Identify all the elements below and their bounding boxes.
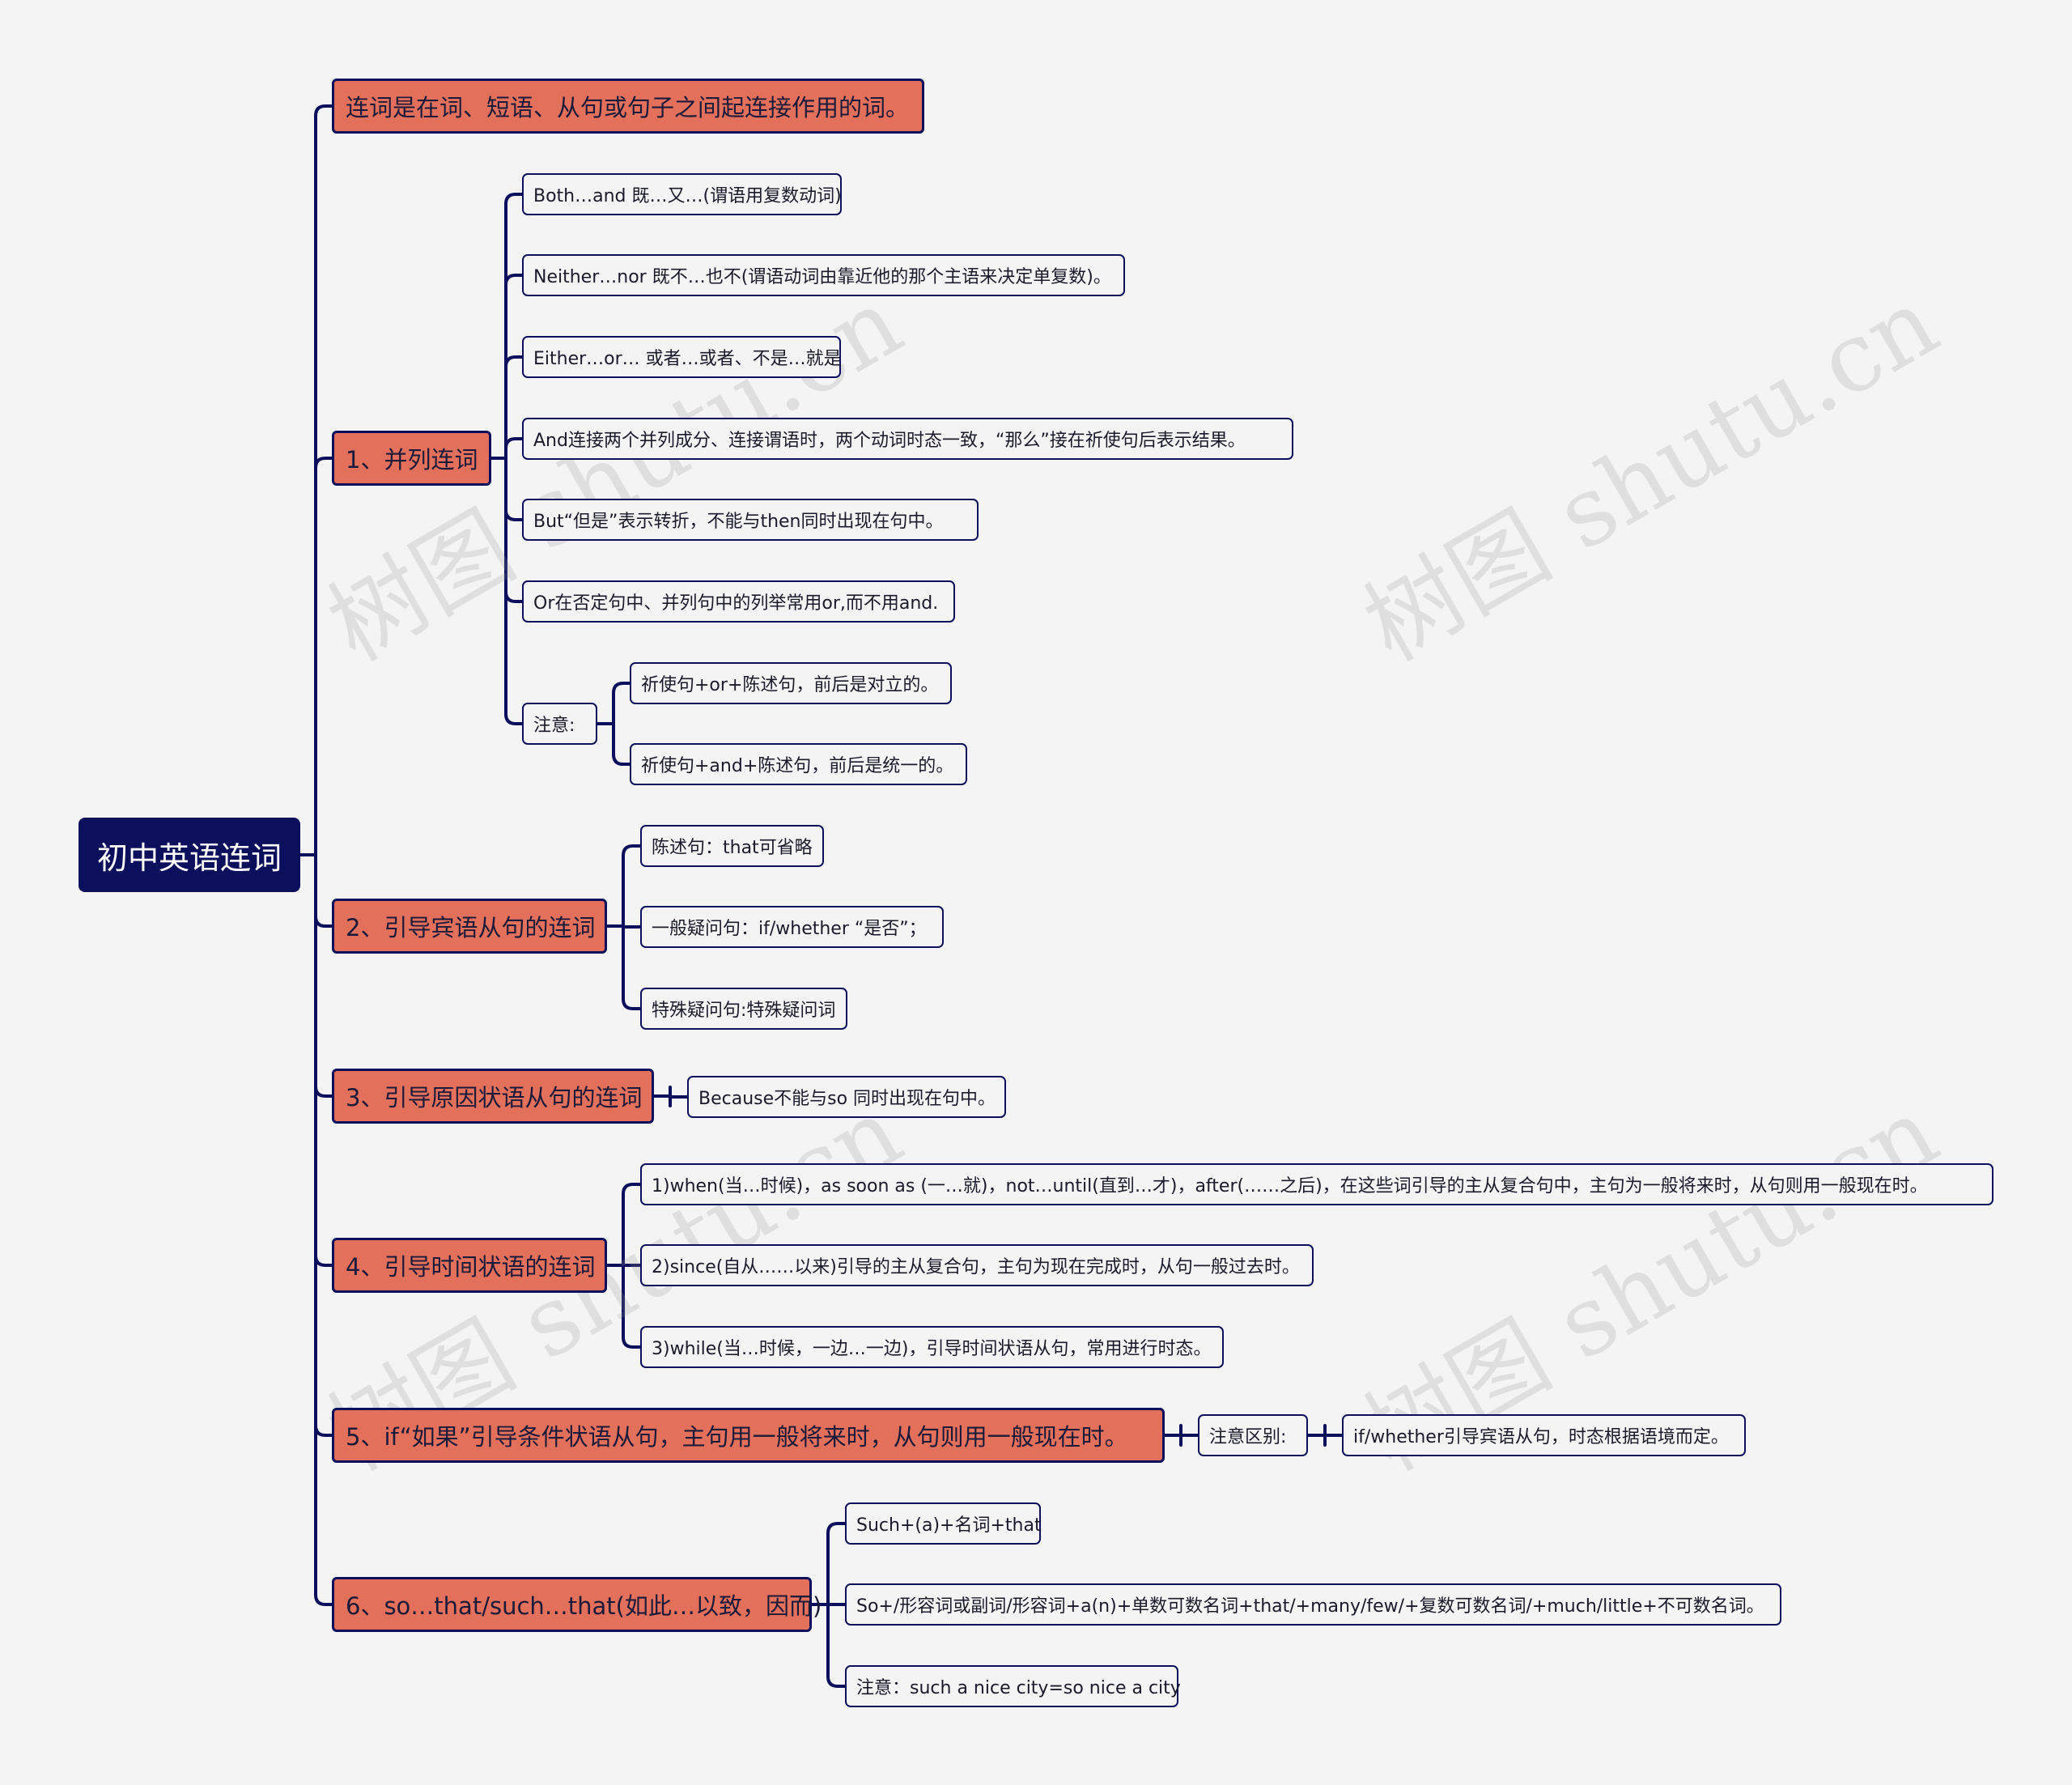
leaf-declarative[interactable]: 陈述句：that可省略 <box>640 825 824 867</box>
leaf-when[interactable]: 1)when(当…时候)，as soon as (一…就)，not…until(… <box>640 1163 1993 1205</box>
leaf-since[interactable]: 2)since(自从……以来)引导的主从复合句，主句为现在完成时，从句一般过去时… <box>640 1244 1314 1286</box>
leaf-so-structure[interactable]: So+/形容词或副词/形容词+a(n)+单数可数名词+that/+many/fe… <box>845 1583 1781 1626</box>
connector-line <box>504 590 524 603</box>
connector-line <box>314 915 333 928</box>
connector-line <box>314 104 333 117</box>
connector-line <box>622 1336 642 1349</box>
branch-coordinating[interactable]: 1、并列连词 <box>332 431 491 486</box>
connector-line <box>504 437 524 450</box>
connector-line <box>612 682 631 695</box>
connector-line <box>504 274 524 287</box>
leaf-because[interactable]: Because不能与so 同时出现在句中。 <box>687 1076 1006 1118</box>
leaf-if-whether[interactable]: if/whether引导宾语从句，时态根据语境而定。 <box>1342 1414 1746 1456</box>
leaf-but[interactable]: But“但是”表示转折，不能与then同时出现在句中。 <box>522 499 979 541</box>
connector-line <box>314 1085 333 1098</box>
branch-cause-clause[interactable]: 3、引导原因状语从句的连词 <box>332 1069 654 1124</box>
leaf-while[interactable]: 3)while(当…时候，一边…一边)，引导时间状语从句，常用进行时态。 <box>640 1326 1224 1368</box>
connector-line <box>612 753 631 766</box>
branch-so-that[interactable]: 6、so…that/such…that(如此…以致，因而) <box>332 1577 822 1632</box>
note-node[interactable]: 注意: <box>522 703 597 745</box>
root-node[interactable]: 初中英语连词 <box>79 818 300 892</box>
connector-line <box>504 193 524 206</box>
connector-line <box>314 1424 333 1437</box>
leaf-either-or[interactable]: Either…or… 或者…或者、不是…就是 <box>522 336 842 378</box>
leaf-or[interactable]: Or在否定句中、并列句中的列举常用or,而不用and. <box>522 580 955 623</box>
connector-line <box>314 1254 333 1267</box>
leaf-and[interactable]: And连接两个并列成分、连接谓语时，两个动词时态一致，“那么”接在祈使句后表示结… <box>522 418 1293 460</box>
connector-line <box>314 457 333 470</box>
leaf-imperative-or[interactable]: 祈使句+or+陈述句，前后是对立的。 <box>630 662 952 704</box>
leaf-such-so-note[interactable]: 注意：such a nice city=so nice a city <box>845 1665 1181 1707</box>
connector-line <box>826 1675 847 1688</box>
connector-line <box>622 1183 642 1196</box>
leaf-general-question[interactable]: 一般疑问句：if/whether “是否”； <box>640 906 944 948</box>
leaf-neither-nor[interactable]: Neither…nor 既不…也不(谓语动词由靠近他的那个主语来决定单复数)。 <box>522 254 1125 296</box>
connector-line <box>504 712 524 725</box>
leaf-imperative-and[interactable]: 祈使句+and+陈述句，前后是统一的。 <box>630 743 967 785</box>
connector-line <box>826 1522 847 1535</box>
note-distinguish[interactable]: 注意区别: <box>1198 1414 1308 1456</box>
leaf-special-question[interactable]: 特殊疑问句:特殊疑问词 <box>640 988 847 1030</box>
definition-node[interactable]: 连词是在词、短语、从句或句子之间起连接作用的词。 <box>332 79 924 134</box>
branch-time-clause[interactable]: 4、引导时间状语的连词 <box>332 1238 607 1293</box>
branch-object-clause[interactable]: 2、引导宾语从句的连词 <box>332 899 607 954</box>
leaf-such[interactable]: Such+(a)+名词+that <box>845 1502 1042 1545</box>
leaf-both-and[interactable]: Both…and 既…又…(谓语用复数动词) <box>522 173 842 215</box>
connector-line <box>622 997 642 1010</box>
connector-line <box>622 844 642 857</box>
branch-condition-clause[interactable]: 5、if“如果”引导条件状语从句，主句用一般将来时，从句则用一般现在时。 <box>332 1408 1165 1463</box>
connector-line <box>314 1593 333 1606</box>
connector-line <box>504 508 524 521</box>
connector-line <box>504 355 524 368</box>
